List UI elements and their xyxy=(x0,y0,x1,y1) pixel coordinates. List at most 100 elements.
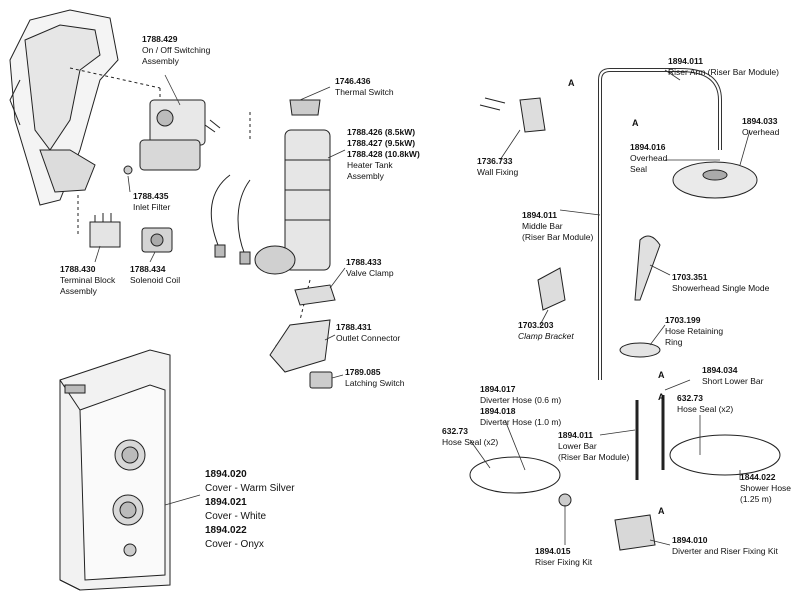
part-number: 1746.436 xyxy=(335,76,371,86)
part-number: 1894.015 xyxy=(535,546,571,556)
part-name: Assembly xyxy=(60,286,97,296)
label-hose-retaining-ring: 1703.199 Hose Retaining Ring xyxy=(665,315,723,348)
part-name: Hose Seal (x2) xyxy=(442,437,499,447)
part-name: Diverter Hose (1.0 m) xyxy=(480,417,562,427)
part-number: 1844.022 xyxy=(740,472,776,482)
label-shower-hose: 1844.022 Shower Hose (1.25 m) xyxy=(740,472,791,505)
ref-marker-a: A xyxy=(658,392,665,402)
part-name: Diverter Hose (0.6 m) xyxy=(480,395,562,405)
part-name: Overhead xyxy=(630,153,668,163)
part-number: 1736.733 xyxy=(477,156,513,166)
label-clamp-bracket: 1703.203 Clamp Bracket xyxy=(518,320,574,342)
ref-marker-a: A xyxy=(632,118,639,128)
part-name: Cover - Onyx xyxy=(205,539,264,550)
label-short-lower-bar: 1894.034 Short Lower Bar xyxy=(702,365,763,387)
label-showerhead: 1703.351 Showerhead Single Mode xyxy=(672,272,769,294)
part-number: 1703.351 xyxy=(672,272,708,282)
part-number: 1894.016 xyxy=(630,142,666,152)
part-name: Outlet Connector xyxy=(336,333,401,343)
part-name: Assembly xyxy=(347,171,384,181)
part-number: 1894.034 xyxy=(702,365,738,375)
part-name: Thermal Switch xyxy=(335,87,394,97)
label-solenoid-coil: 1788.434 Solenoid Coil xyxy=(130,264,180,286)
part-name: Inlet Filter xyxy=(133,202,171,212)
label-diverter-hose: 1894.017 Diverter Hose (0.6 m) 1894.018 … xyxy=(480,384,561,428)
part-name: Hose Retaining xyxy=(665,326,724,336)
part-name: Riser Fixing Kit xyxy=(535,557,593,567)
label-inlet-filter: 1788.435 Inlet Filter xyxy=(133,191,170,213)
switching-assembly-drawing xyxy=(139,99,221,171)
label-riser-fixing-kit: 1894.015 Riser Fixing Kit xyxy=(535,546,592,568)
part-name: Middle Bar xyxy=(522,221,563,231)
part-name: (Riser Bar Module) xyxy=(522,232,594,242)
part-number: 1894.022 xyxy=(205,525,247,536)
cover-drawing xyxy=(59,349,171,591)
part-name: Overhead xyxy=(742,127,780,137)
part-name: Assembly xyxy=(142,56,179,66)
part-number: 632.73 xyxy=(442,426,468,436)
part-number: 1894.011 xyxy=(668,56,703,66)
part-number: 1894.033 xyxy=(742,116,778,126)
part-number: 1703.203 xyxy=(518,320,554,330)
outlet-connector-drawing xyxy=(269,319,331,373)
label-hose-seal-left: 632.73 Hose Seal (x2) xyxy=(442,426,498,448)
ref-marker-a: A xyxy=(568,78,575,88)
part-number: 1788.431 xyxy=(336,322,372,332)
part-name: Wall Fixing xyxy=(477,167,519,177)
part-name: Hose Seal (x2) xyxy=(677,404,734,414)
part-number: 632.73 xyxy=(677,393,703,403)
label-thermal-switch: 1746.436 Thermal Switch xyxy=(335,76,394,98)
label-onoff: 1788.429 On / Off Switching Assembly xyxy=(142,34,210,67)
label-hose-seal-right: 632.73 Hose Seal (x2) xyxy=(677,393,733,415)
part-name: Ring xyxy=(665,337,683,347)
riser-rail-drawing xyxy=(469,68,781,551)
part-name: Cover - White xyxy=(205,511,267,522)
part-number: 1788.427 (9.5kW) xyxy=(347,138,416,148)
part-number: 1788.426 (8.5kW) xyxy=(347,127,416,137)
solenoid-coil-drawing xyxy=(141,227,173,253)
part-number: 1788.430 xyxy=(60,264,96,274)
label-lower-bar: 1894.011 Lower Bar (Riser Bar Module) xyxy=(558,430,629,463)
part-number: 1703.199 xyxy=(665,315,701,325)
label-overhead-seal: 1894.016 Overhead Seal xyxy=(630,142,667,175)
part-number: 1894.021 xyxy=(205,497,247,508)
label-terminal-block: 1788.430 Terminal Block Assembly xyxy=(60,264,115,297)
part-name: Shower Hose xyxy=(740,483,792,493)
part-number: 1894.011 xyxy=(558,430,593,440)
latching-switch-drawing xyxy=(309,371,333,389)
label-middle-bar: 1894.011 Middle Bar (Riser Bar Module) xyxy=(522,210,593,243)
part-name: (Riser Bar Module) xyxy=(558,452,630,462)
terminal-block-drawing xyxy=(89,213,121,248)
part-name: Cover - Warm Silver xyxy=(205,483,295,494)
label-outlet-connector: 1788.431 Outlet Connector xyxy=(336,322,400,344)
label-heater-tank: 1788.426 (8.5kW) 1788.427 (9.5kW) 1788.4… xyxy=(347,127,420,182)
part-name: Riser Arm (Riser Bar Module) xyxy=(668,67,779,77)
part-name: Valve Clamp xyxy=(346,268,394,278)
part-number: 1789.085 xyxy=(345,367,381,377)
ref-marker-a: A xyxy=(658,506,665,516)
part-number: 1788.428 (10.8kW) xyxy=(347,149,420,159)
part-name: Seal xyxy=(630,164,648,174)
label-valve-clamp: 1788.433 Valve Clamp xyxy=(346,257,394,279)
label-wall-fixing: 1736.733 Wall Fixing xyxy=(477,156,518,178)
part-name: Terminal Block xyxy=(60,275,116,285)
leader-lines xyxy=(94,69,751,546)
part-name: Solenoid Coil xyxy=(130,275,181,285)
inlet-filter-drawing xyxy=(123,165,133,175)
part-number: 1894.020 xyxy=(205,469,247,480)
part-number: 1788.435 xyxy=(133,191,169,201)
label-riser-arm: 1894.011 Riser Arm (Riser Bar Module) xyxy=(668,56,779,78)
part-number: 1894.011 xyxy=(522,210,557,220)
label-diverter-riser-fixing-kit: 1894.010 Diverter and Riser Fixing Kit xyxy=(672,535,778,557)
label-cover: 1894.020 Cover - Warm Silver 1894.021 Co… xyxy=(205,468,295,552)
part-name: (1.25 m) xyxy=(740,494,772,504)
valve-clamp-drawing xyxy=(294,284,336,306)
label-latching-switch: 1789.085 Latching Switch xyxy=(345,367,405,389)
part-number: 1894.017 xyxy=(480,384,516,394)
ref-marker-a: A xyxy=(658,370,665,380)
part-name: Latching Switch xyxy=(345,378,405,388)
part-number: 1788.434 xyxy=(130,264,166,274)
part-name: Showerhead Single Mode xyxy=(672,283,770,293)
label-overhead: 1894.033 Overhead xyxy=(742,116,779,138)
